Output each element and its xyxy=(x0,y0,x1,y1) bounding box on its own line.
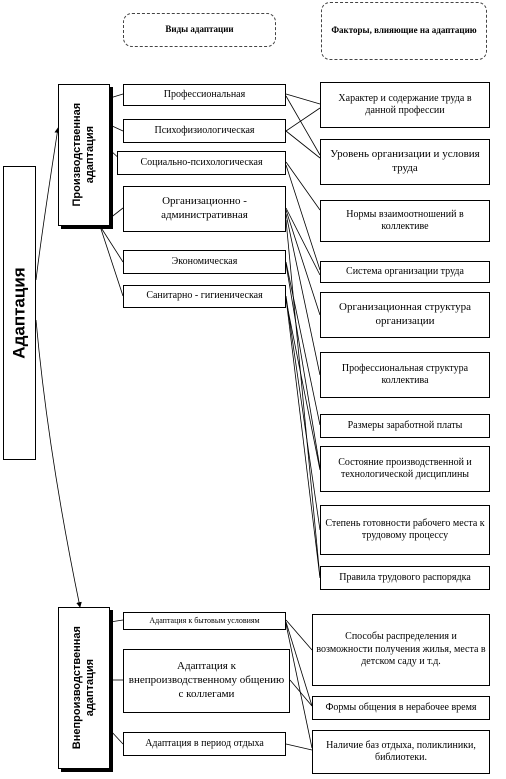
factor-7: Состояние производственной и технологиче… xyxy=(320,446,490,492)
factor-5: Профессиональная структура коллектива xyxy=(320,352,490,398)
type-professional: Профессиональная xyxy=(123,84,286,106)
main-label: Адаптация xyxy=(9,267,29,359)
type-economic: Экономическая xyxy=(123,250,286,274)
production-group: Производственная адаптация xyxy=(58,84,110,226)
type-socio-psychological: Социально-психологическая xyxy=(117,151,286,175)
factor-9: Правила трудового распорядка xyxy=(320,566,490,590)
nonfactor-2: Наличие баз отдыха, поликлиники, библиот… xyxy=(312,730,490,774)
types-header: Виды адаптации xyxy=(123,13,276,47)
factor-0: Характер и содержание труда в данной про… xyxy=(320,82,490,128)
factor-8: Степень готовности рабочего места к труд… xyxy=(320,505,490,555)
type-household: Адаптация к бытовым условиям xyxy=(123,612,286,630)
type-psychophysiological: Психофизиологическая xyxy=(123,119,286,143)
nonfactor-1: Формы общения в нерабочее время xyxy=(312,696,490,720)
type-sanitary: Санитарно - гигиеническая xyxy=(123,285,286,308)
production-group-label: Производственная адаптация xyxy=(71,103,97,207)
arrow-main-to-nonproduction xyxy=(35,319,82,608)
type-communication: Адаптация к внепроизводственному общению… xyxy=(123,649,290,713)
factors-header: Факторы, влияющие на адаптацию xyxy=(321,2,487,60)
factor-1: Уровень организации и условия труда xyxy=(320,139,490,185)
nonfactor-0: Способы распределения и возможности полу… xyxy=(312,614,490,686)
nonproduction-group: Внепроизводственная адаптация xyxy=(58,607,110,769)
type-organizational: Организационно - административная xyxy=(123,186,286,232)
nonproduction-group-label: Внепроизводственная адаптация xyxy=(71,626,96,750)
type-rest: Адаптация в период отдыха xyxy=(123,732,286,756)
arrow-main-to-production xyxy=(35,127,61,281)
factor-6: Размеры заработной платы xyxy=(320,414,490,438)
factor-2: Нормы взаимоотношений в коллективе xyxy=(320,200,490,242)
factor-3: Система организации труда xyxy=(320,261,490,283)
main-box: Адаптация xyxy=(3,166,36,460)
factor-4: Организационная структура организации xyxy=(320,292,490,338)
